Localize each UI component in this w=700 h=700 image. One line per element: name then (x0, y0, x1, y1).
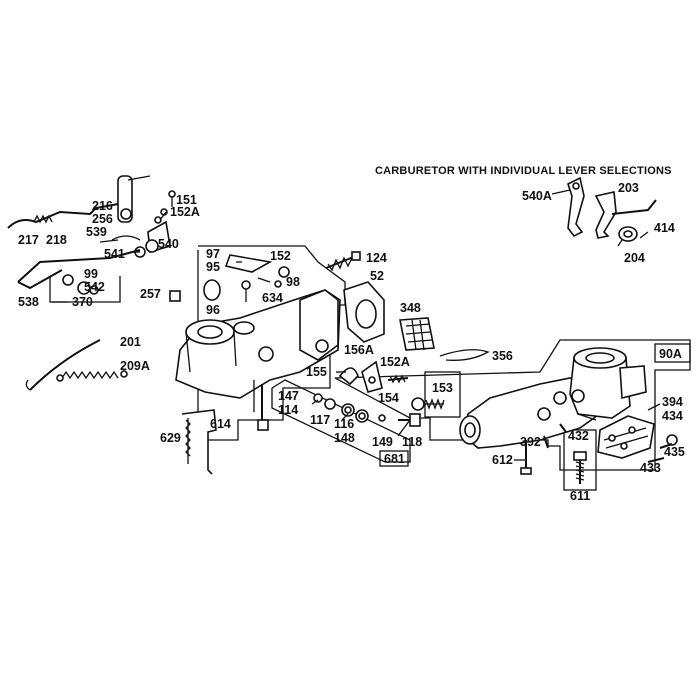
label-538: 538 (18, 295, 39, 309)
label-681: 681 (384, 452, 405, 466)
label-156a: 156A (344, 343, 374, 357)
throttle-linkage (7, 175, 181, 391)
lever-selections (567, 176, 657, 242)
label-98: 98 (286, 275, 300, 289)
choke-parts (338, 360, 409, 393)
label-348: 348 (400, 301, 421, 315)
label-148: 148 (334, 431, 355, 445)
label-116: 116 (334, 417, 354, 431)
label-256: 256 (92, 212, 113, 226)
leader-lines (99, 189, 661, 461)
label-151: 151 (176, 193, 197, 207)
label-612: 612 (492, 453, 513, 467)
label-203: 203 (618, 181, 639, 195)
label-539: 539 (86, 225, 107, 239)
label-124: 124 (366, 251, 387, 265)
label-433: 433 (640, 461, 661, 475)
label-394: 394 (662, 395, 683, 409)
label-204: 204 (624, 251, 645, 265)
part-labels: 217 218 216 256 151 152A 539 540 541 99 … (18, 181, 685, 503)
label-152a-top: 152A (170, 205, 200, 219)
label-96: 96 (206, 303, 220, 317)
label-149: 149 (372, 435, 393, 449)
label-152-top: 152 (270, 249, 291, 263)
label-634: 634 (262, 291, 283, 305)
label-392: 392 (520, 435, 541, 449)
label-152a-mid: 152A (380, 355, 410, 369)
label-432: 432 (568, 429, 589, 443)
label-118: 118 (402, 435, 422, 449)
carburetor-body (175, 251, 361, 431)
label-114: 114 (278, 403, 298, 417)
label-434: 434 (662, 409, 683, 423)
label-95: 95 (206, 260, 220, 274)
label-90a: 90A (659, 347, 682, 361)
label-216: 216 (92, 199, 113, 213)
label-218: 218 (46, 233, 67, 247)
label-540: 540 (158, 237, 179, 251)
label-155: 155 (306, 365, 327, 379)
label-117: 117 (310, 413, 330, 427)
label-541: 541 (104, 247, 125, 261)
label-154: 154 (378, 391, 399, 405)
float-bowl-assembly (459, 347, 678, 484)
bracket-614 (181, 409, 217, 475)
gaskets (343, 281, 490, 361)
label-97: 97 (206, 247, 220, 261)
label-611: 611 (570, 489, 590, 503)
assembly-outline (49, 245, 691, 491)
label-201: 201 (120, 335, 141, 349)
label-542: 542 (84, 280, 105, 294)
label-435: 435 (664, 445, 685, 459)
diagram-title: CARBURETOR WITH INDIVIDUAL LEVER SELECTI… (375, 165, 672, 177)
fuel-pipe-153 (411, 397, 445, 411)
label-614: 614 (210, 417, 231, 431)
label-153: 153 (432, 381, 453, 395)
label-99: 99 (84, 267, 98, 281)
label-257: 257 (140, 287, 161, 301)
kit-681-parts (313, 393, 421, 427)
label-370: 370 (72, 295, 93, 309)
label-147: 147 (278, 389, 299, 403)
label-209a: 209A (120, 359, 150, 373)
label-540a: 540A (522, 189, 552, 203)
label-356: 356 (492, 349, 513, 363)
label-52: 52 (370, 269, 384, 283)
label-217: 217 (18, 233, 39, 247)
label-629: 629 (160, 431, 181, 445)
label-414: 414 (654, 221, 675, 235)
